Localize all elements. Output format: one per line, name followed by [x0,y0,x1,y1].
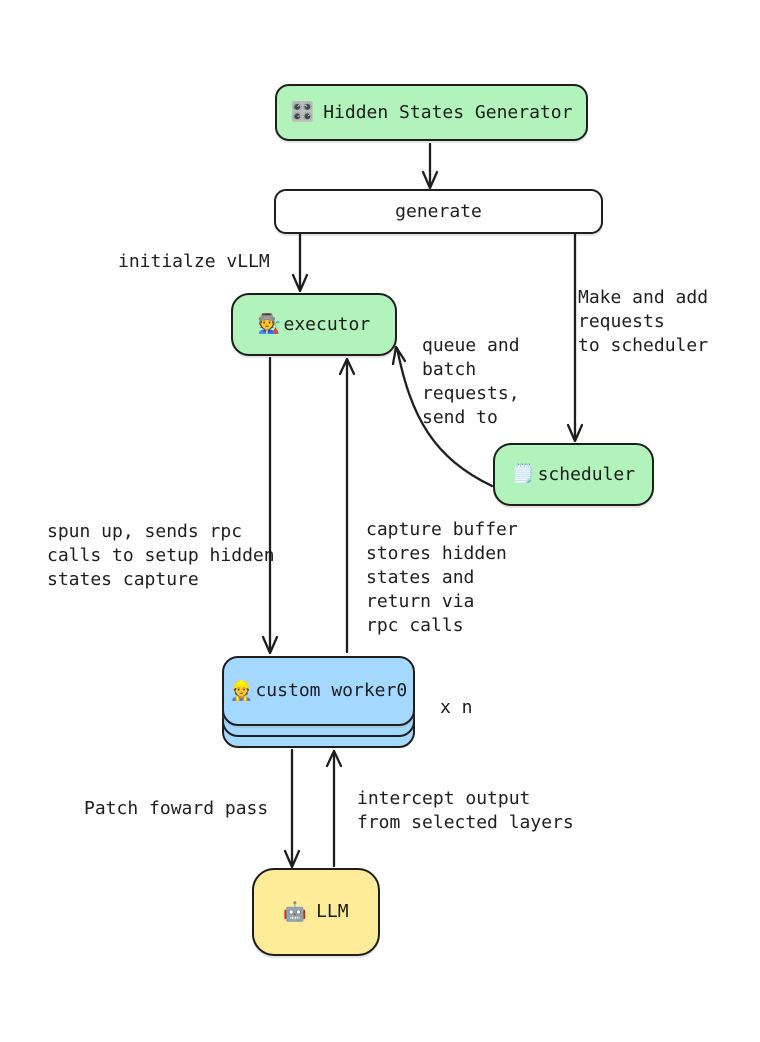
node-label-row: 🗒️ scheduler [512,465,635,484]
arrow-generate-to-executor [291,232,309,293]
node-label-row: 🧑‍🏭 executor [258,315,370,334]
arrow-executor-to-worker [261,356,279,655]
node-llm: 🤖 LLM [252,868,380,956]
arrow-worker-to-llm [283,748,301,869]
annotation-initialize-vllm: initialze vLLM [118,251,270,272]
robot-icon: 🤖 [283,900,308,923]
node-label-row: generate [395,200,482,222]
node-label: scheduler [537,463,636,485]
node-label: generate [395,200,482,222]
node-label: Hidden States Generator [323,101,573,123]
annotation-capture-buffer: capture buffer stores hidden states and … [366,519,518,636]
notepad-icon: 🗒️ [511,463,536,485]
node-generate: generate [274,189,603,234]
construction-worker-icon: 👷 [229,679,254,702]
node-label-row: 🎛️ Hidden States Generator [291,103,573,122]
annotation-spun-up-rpc: spun up, sends rpc calls to setup hidden… [47,521,275,590]
annotation-queue-batch-requests: queue and batch requests, send to [422,335,520,428]
control-knobs-icon: 🎛️ [290,101,315,123]
arrow-generator-to-generate [421,142,439,190]
annotation-make-add-requests: Make and add requests to scheduler [578,287,709,356]
factory-worker-icon: 🧑‍🏭 [257,313,282,335]
node-label: custom worker0 [255,680,408,701]
node-scheduler: 🗒️ scheduler [493,443,654,506]
node-executor: 🧑‍🏭 executor [231,293,397,356]
node-hidden-states-generator: 🎛️ Hidden States Generator [275,84,588,141]
node-label: LLM [316,901,349,922]
annotation-patch-forward-pass: Patch foward pass [84,798,269,819]
arrow-worker-to-executor [338,357,356,654]
worker-multiplier-label: x n [440,697,473,718]
annotation-intercept-output: intercept output from selected layers [357,788,574,833]
node-custom-worker: 👷 custom worker0 [222,656,415,726]
node-label-row: 🤖 LLM [283,900,349,923]
node-label: executor [283,313,371,335]
node-label-row: 👷 custom worker0 [229,679,408,702]
arrow-llm-to-worker [325,749,343,868]
